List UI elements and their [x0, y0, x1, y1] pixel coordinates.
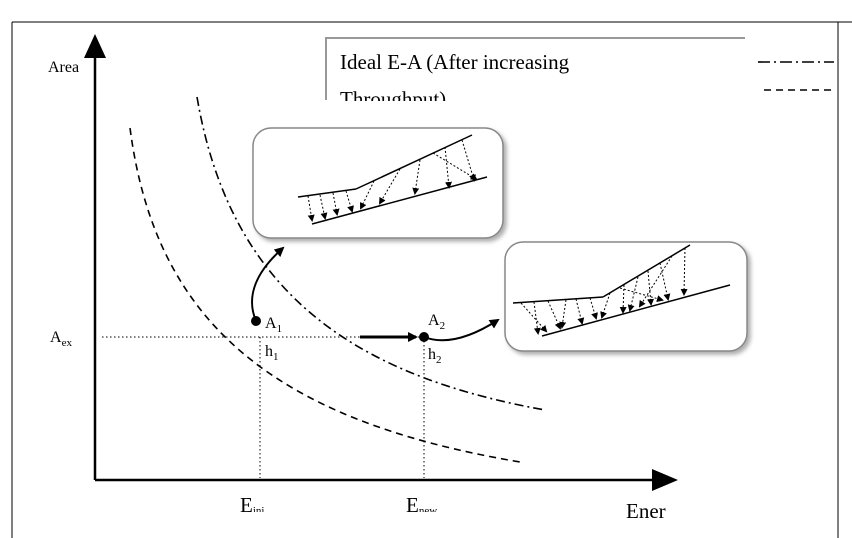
point-a2-label: A2	[428, 312, 445, 332]
point-a1-label: A1	[265, 315, 282, 335]
legend: Ideal E-A (After increasing Throughput)	[325, 37, 834, 111]
inset-box-1	[252, 127, 504, 239]
a1-arrow	[251, 246, 285, 322]
dashed-curve	[129, 127, 521, 463]
e-ini-label: Eini	[240, 493, 264, 517]
y-axis-label: Area	[48, 59, 79, 76]
frame	[11, 21, 852, 538]
a2-arrow	[423, 318, 500, 342]
y-axis	[84, 34, 106, 480]
x-axis-label: Ener	[626, 499, 666, 523]
legend-entry-1-label: Ideal E-A (After increasing	[340, 50, 570, 74]
x-axis	[95, 469, 678, 491]
point-h1-label: h1	[265, 343, 279, 363]
a-ex-label: Aex	[50, 329, 72, 349]
point-a1	[251, 316, 261, 326]
legend-entry-1-label-line2: Throughput)	[340, 87, 446, 111]
inset-box-2	[504, 241, 748, 352]
e-new-label: Enew	[406, 493, 437, 517]
dash-dot-curve	[196, 96, 546, 411]
x-marker-clip: Eini Enew	[240, 493, 437, 517]
point-h2-label: h2	[428, 346, 442, 366]
guide-lines	[102, 336, 425, 478]
